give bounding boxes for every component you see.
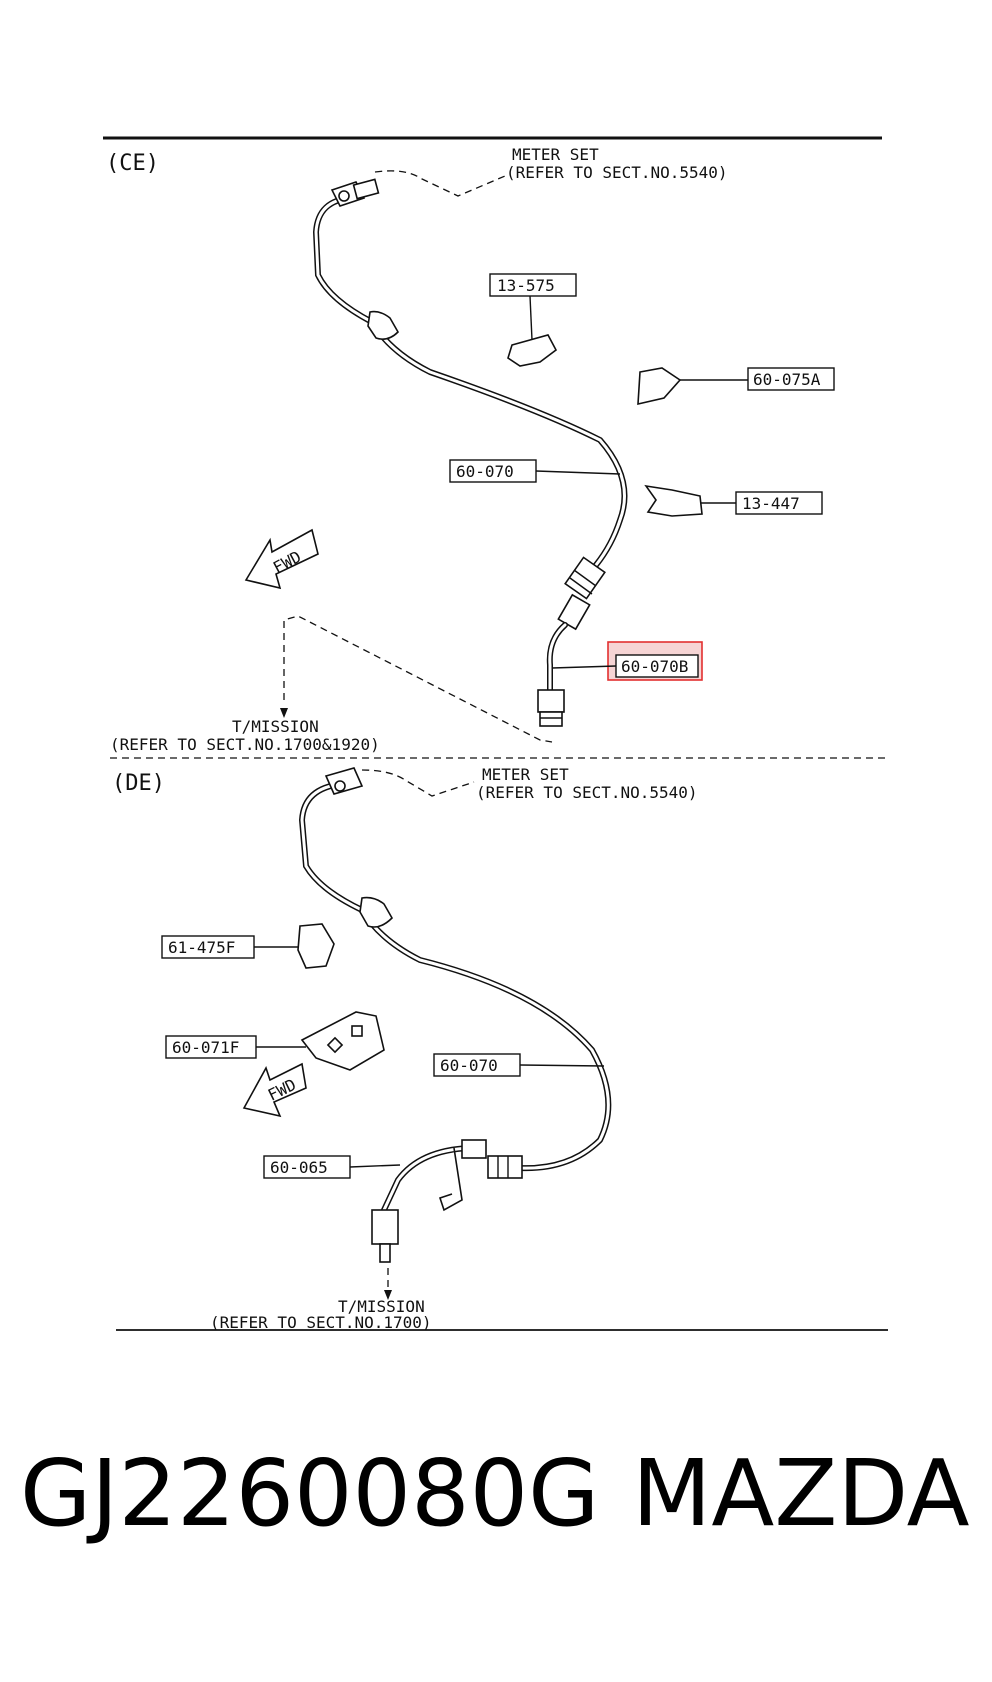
ce-meter-set-ref: (REFER TO SECT.NO.5540) [506,163,728,182]
part-label-de-60-070: 60-070 [440,1056,498,1075]
de-meter-leader [361,769,475,797]
de-meter-set-label: METER SET [482,765,569,784]
part-box-13-575 [489,273,577,297]
part-number-caption: GJ2260080G [20,1440,600,1547]
ce-tmission-ref: (REFER TO SECT.NO.1700&1920) [110,735,380,754]
section-title-de: (DE) [112,771,165,796]
ce-meter-leader [374,170,506,197]
fwd-arrow-icon-ce: FWD [244,528,319,590]
de-sub-cable-60-065 [371,1139,487,1263]
de-speedometer-cable [298,767,612,1179]
part-label-13-575: 13-575 [497,276,555,295]
ce-tmission-label: T/MISSION [232,717,319,736]
ce-tmission-leader [283,615,553,743]
de-tmission-ref: (REFER TO SECT.NO.1700) [210,1313,432,1332]
bracket-61-475f-icon [297,923,335,969]
de-tmission-label: T/MISSION [338,1297,425,1316]
part-label-60-065: 60-065 [270,1158,328,1177]
clip-13-575-icon [507,334,558,367]
fwd-arrow-icon-de: FWD [242,1062,307,1118]
part-label-61-475f: 61-475F [168,938,235,957]
clamp-13-447-icon [644,484,703,517]
part-label-60-070b: 60-070B [621,657,688,676]
part-label-13-447: 13-447 [742,494,800,513]
part-box-60-075a [747,367,835,391]
section-title-ce: (CE) [106,151,159,176]
clip-60-075a-icon [637,367,682,406]
part-label-60-071f: 60-071F [172,1038,239,1057]
parts-diagram: (CE) METER SET (REFER TO SECT.NO.5540) 1… [103,136,890,1332]
plate-60-071f-icon [300,1011,385,1071]
ce-sub-cable-60-070b [537,593,591,727]
ce-meter-set-label: METER SET [512,145,599,164]
ce-speedometer-cable [312,178,628,600]
part-label-ce-60-070: 60-070 [456,462,514,481]
de-meter-set-ref: (REFER TO SECT.NO.5540) [476,783,698,802]
brand-caption: MAZDA [632,1440,970,1547]
caption: GJ2260080G MAZDA [0,1440,992,1580]
part-label-60-075a: 60-075A [753,370,821,389]
